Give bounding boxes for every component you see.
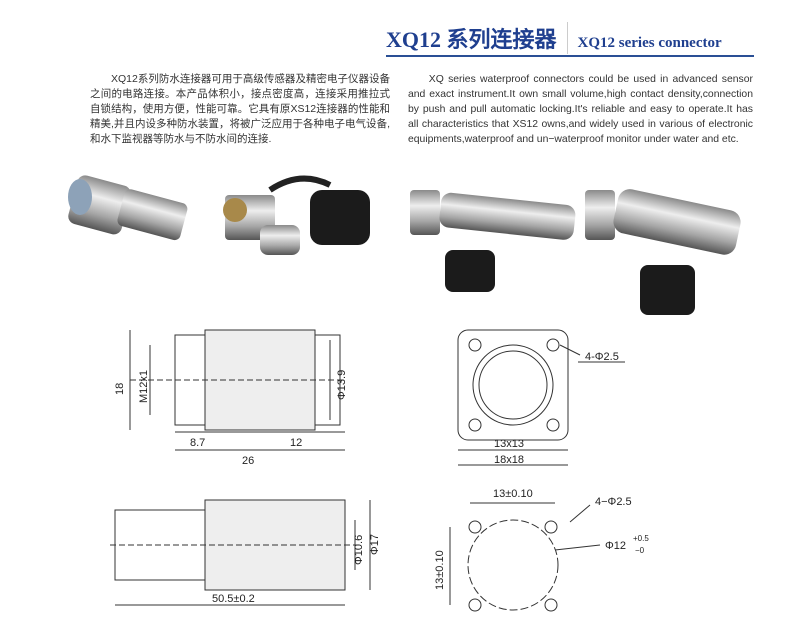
title-cn: XQ12 系列连接器 [386, 22, 568, 54]
dim-dia-17: Φ17 [369, 534, 381, 555]
dim-12: 12 [290, 437, 302, 449]
product-photo-assembled-1 [410, 190, 576, 292]
dim-tol-up: +0.5 [633, 534, 649, 543]
dim-length: 50.5±0.2 [212, 593, 255, 605]
dim-side: 13±0.10 [434, 550, 446, 590]
dim-holes: 4-Φ2.5 [585, 351, 619, 363]
drawing-plug-side [110, 499, 371, 606]
dim-cutout-holes: 4−Φ2.5 [595, 496, 632, 508]
drawing-panel-cutout [449, 502, 601, 612]
dim-dia-13-9: Φ13.9 [336, 370, 348, 400]
drawing-socket-side [129, 329, 345, 451]
intro-cn: XQ12系列防水连接器可用于高级传感器及精密电子仪器设备之间的电路连接。本产品体… [90, 73, 390, 145]
dim-18x18: 18x18 [494, 454, 524, 466]
product-photo-assembled-2 [585, 189, 741, 315]
page-title: XQ12 系列连接器 XQ12 series connector [386, 22, 754, 57]
dim-tol-down: −0 [635, 546, 645, 555]
title-en: XQ12 series connector [577, 35, 722, 51]
dim-cutout-dia: Φ12 [605, 540, 626, 552]
dim-thread: M12x1 [138, 370, 150, 403]
product-photo-plug [68, 175, 188, 241]
dim-8-7: 8.7 [190, 437, 205, 449]
intro-en: XQ series waterproof connectors could be… [408, 74, 753, 145]
product-photo-socket-with-cap [223, 175, 370, 255]
dim-top: 13±0.10 [493, 488, 533, 500]
drawing-flange-front [457, 329, 625, 466]
dim-13x13: 13x13 [494, 438, 524, 450]
dim-18: 18 [114, 383, 126, 395]
dim-dia-10-6: Φ10.6 [353, 535, 365, 565]
dim-26: 26 [242, 455, 254, 467]
